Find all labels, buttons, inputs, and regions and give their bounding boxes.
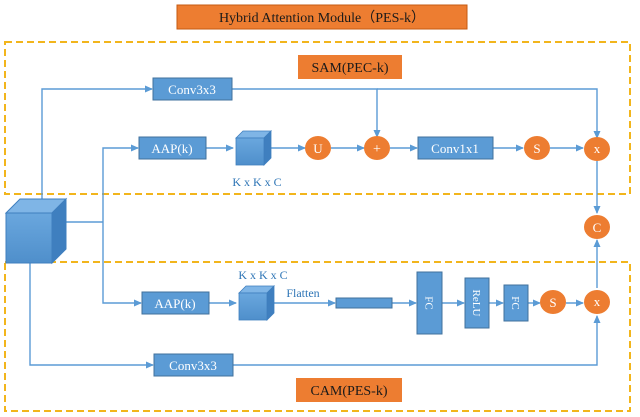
- cam-aap-block: AAP(k): [141, 291, 210, 315]
- title-text: Hybrid Attention Module（PES-k）: [219, 10, 425, 26]
- cam-cube-caption: K x K x C: [238, 268, 287, 282]
- sam-sigmoid-node: S: [524, 136, 550, 160]
- arrow-branch-to-cam-aap: [102, 222, 142, 307]
- sam-add-text: +: [373, 142, 381, 157]
- arrow-conv3x3-bypass-to-mul: [377, 88, 601, 139]
- arrow-input-to-sam-conv3x3: [41, 85, 153, 204]
- cam-relu-text: ReLU: [470, 290, 482, 317]
- sam-label-text: SAM(PEC-k): [311, 61, 388, 76]
- sam-conv1x1-block: Conv1x1: [417, 136, 494, 160]
- sam-conv3x3-block: Conv3x3: [152, 77, 233, 101]
- title-box: Hybrid Attention Module（PES-k）: [176, 4, 468, 30]
- cam-sigmoid-text: S: [549, 295, 556, 310]
- arrow-branch-to-sam-aap: [102, 144, 139, 222]
- cam-flatten-label: Flatten: [286, 286, 319, 300]
- input-feature-cube: [4, 197, 68, 265]
- cam-multiply-node: x: [584, 290, 610, 314]
- cam-relu-block: ReLU: [464, 277, 490, 329]
- sam-conv1x1-text: Conv1x1: [431, 141, 479, 156]
- connectors: [29, 85, 601, 369]
- cam-fc1-text: FC: [423, 296, 435, 309]
- cam-aap-text: AAP(k): [154, 296, 195, 311]
- cam-multiply-text: x: [594, 294, 601, 309]
- cam-flat-vector: [335, 297, 393, 309]
- sam-add-node: +: [364, 136, 390, 160]
- cam-label-text: CAM(PES-k): [310, 384, 387, 399]
- arrow-input-to-cam-conv3x3: [29, 263, 154, 369]
- cam-region: [4, 261, 631, 412]
- cam-conv3x3-text: Conv3x3: [169, 358, 217, 373]
- cam-label: CAM(PES-k): [296, 378, 402, 402]
- sam-cube-caption: K x K x C: [232, 175, 281, 189]
- sam-sigmoid-text: S: [533, 141, 540, 156]
- cam-sigmoid-node: S: [540, 290, 566, 314]
- sam-region: [4, 41, 631, 195]
- arrow-cam-conv3x3-to-mul: [233, 315, 601, 366]
- concat-text: C: [593, 220, 602, 235]
- cam-pooled-cube: [238, 285, 275, 321]
- sam-aap-block: AAP(k): [138, 136, 207, 160]
- sam-pooled-cube: [235, 130, 272, 166]
- concat-node: C: [584, 215, 610, 239]
- sam-label: SAM(PEC-k): [298, 55, 402, 79]
- cam-conv3x3-block: Conv3x3: [153, 353, 234, 377]
- sam-conv3x3-text: Conv3x3: [168, 82, 216, 97]
- sam-aap-text: AAP(k): [151, 141, 192, 156]
- sam-upsample-node: U: [305, 136, 331, 160]
- arrow-sam-conv3x3-to-add: [232, 88, 381, 138]
- sam-multiply-text: x: [594, 141, 601, 156]
- sam-multiply-node: x: [584, 137, 610, 161]
- cam-fc2-text: FC: [509, 296, 521, 309]
- cam-fc2-block: FC: [503, 284, 529, 322]
- sam-upsample-text: U: [313, 141, 323, 156]
- cam-fc1-block: FC: [416, 271, 443, 335]
